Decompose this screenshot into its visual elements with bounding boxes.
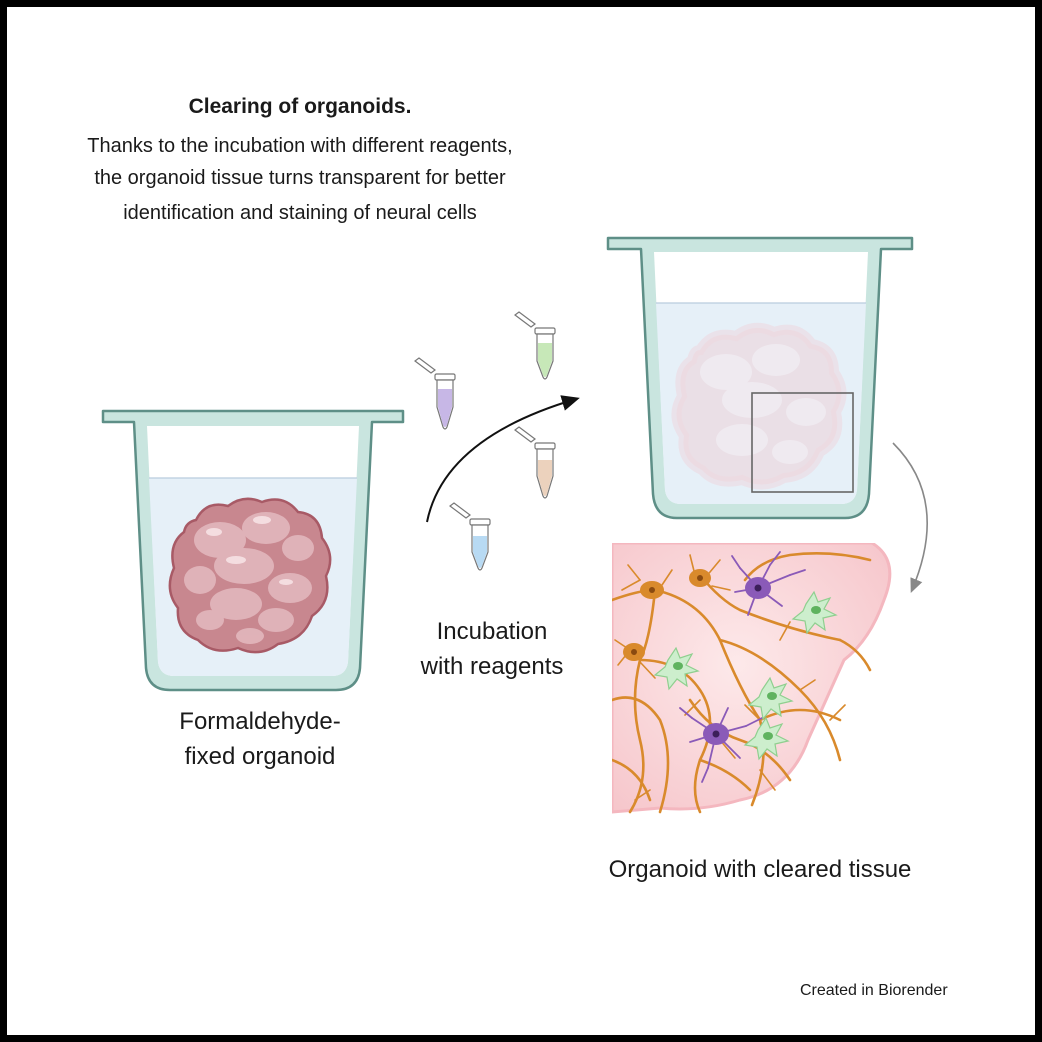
description-line-1: Thanks to the incubation with different …	[87, 135, 513, 157]
tube-blue	[449, 502, 491, 571]
tube-green	[514, 311, 556, 380]
incubation-label-line-2: with reagents	[420, 653, 564, 680]
fixed-organoid	[168, 497, 332, 654]
tube-purple	[414, 357, 456, 430]
credit-text: Created in Biorender	[800, 982, 948, 999]
tube-peach	[514, 426, 556, 499]
incubation-label-line-1: Incubation	[436, 618, 548, 645]
zoom-box	[751, 392, 854, 493]
figure-title: Clearing of organoids.	[188, 95, 412, 118]
fixed-organoid-label-line-2: fixed organoid	[184, 743, 336, 770]
description-line-2: the organoid tissue turns transparent fo…	[94, 167, 506, 189]
fixed-organoid-label-line-1: Formaldehyde-	[179, 708, 341, 735]
cleared-tissue-label: Organoid with cleared tissue	[608, 856, 912, 883]
cleared-tissue-zoom	[612, 543, 908, 820]
cleared-organoid	[671, 322, 847, 490]
zoom-arrow	[892, 442, 928, 593]
incubation-arrow	[426, 395, 580, 523]
description-line-3: identification and staining of neural ce…	[123, 202, 477, 224]
